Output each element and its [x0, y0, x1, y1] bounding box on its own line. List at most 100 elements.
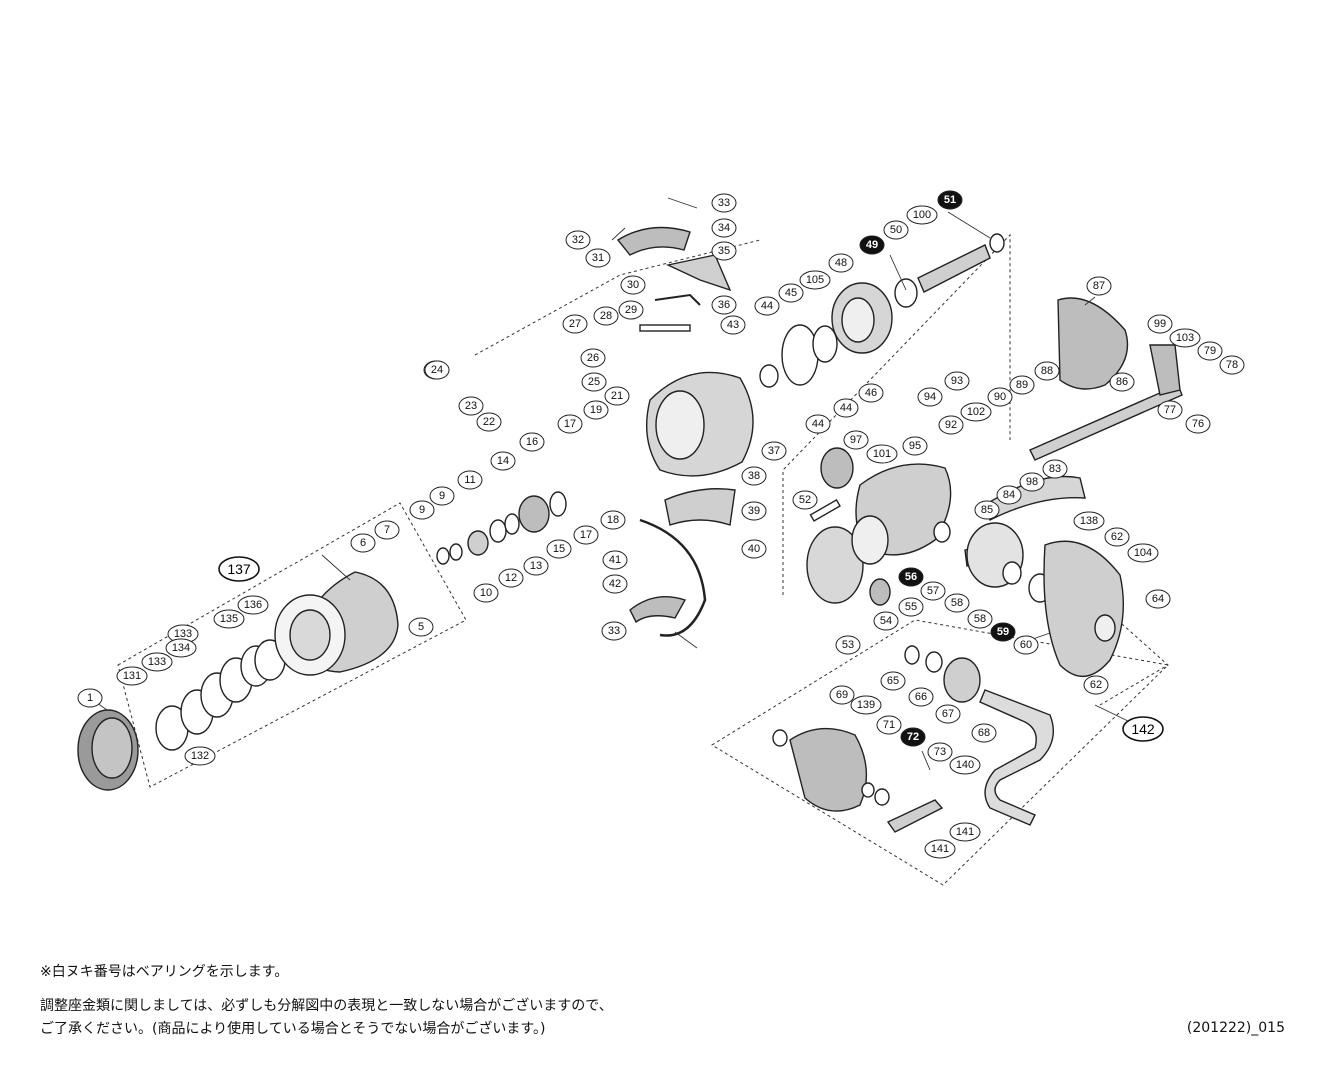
callout-bubble	[1034, 361, 1060, 381]
callout-label: 99	[1154, 318, 1166, 330]
callout-37: 37	[761, 441, 787, 461]
callout-bubble	[1185, 414, 1211, 434]
callout-bubble	[1157, 400, 1183, 420]
callout-33: 33	[601, 621, 627, 641]
callout-bubble	[900, 727, 926, 747]
callout-104: 104	[1127, 543, 1159, 563]
callout-bubble	[620, 275, 646, 295]
callout-45: 45	[778, 283, 804, 303]
callout-label: 54	[880, 615, 892, 627]
callout-77: 77	[1157, 400, 1183, 420]
callout-bubble	[1145, 589, 1171, 609]
callout-label: 31	[592, 252, 604, 264]
callout-39: 39	[741, 501, 767, 521]
callout-86: 86	[1109, 372, 1135, 392]
body-cover-part	[1043, 540, 1124, 678]
callout-30: 30	[620, 275, 646, 295]
callout-bubble	[908, 687, 934, 707]
callout-bubble	[457, 470, 483, 490]
callout-label: 28	[600, 310, 612, 322]
callout-bubble	[898, 597, 924, 617]
callout-140: 140	[949, 755, 981, 775]
callout-bubble	[778, 283, 804, 303]
callout-52: 52	[792, 490, 818, 510]
callout-label: 34	[718, 222, 730, 234]
callout-label: 30	[627, 279, 639, 291]
callout-43: 43	[720, 315, 746, 335]
callout-bubble	[1042, 459, 1068, 479]
callout-label: 65	[887, 675, 899, 687]
callout-label: 23	[465, 400, 477, 412]
callout-label: 21	[611, 390, 623, 402]
callout-bubble	[1219, 355, 1245, 375]
callout-6: 6	[350, 533, 376, 553]
callout-136: 136	[237, 595, 269, 615]
callout-bubble	[1169, 328, 1201, 348]
callout-label: 44	[840, 402, 852, 414]
spring-part	[639, 324, 691, 332]
callout-bubble	[761, 441, 787, 461]
callout-label: 101	[873, 448, 891, 460]
callout-bubble	[754, 296, 780, 316]
callout-bubble	[883, 220, 909, 240]
callout-132: 132	[184, 746, 216, 766]
callout-60: 60	[1013, 635, 1039, 655]
callout-bubble	[974, 500, 1000, 520]
callout-31: 31	[585, 248, 611, 268]
callout-label: 33	[608, 625, 620, 637]
callout-bubble	[523, 556, 549, 576]
callout-label: 53	[842, 639, 854, 651]
callout-label: 62	[1111, 531, 1123, 543]
callout-46: 46	[858, 383, 884, 403]
callout-54: 54	[873, 611, 899, 631]
callout-bubble	[1127, 543, 1159, 563]
bail-trip-lever	[654, 293, 701, 306]
callout-62: 62	[1104, 527, 1130, 547]
callout-label: 86	[1116, 376, 1128, 388]
callout-72: 72	[900, 727, 926, 747]
callout-84: 84	[996, 485, 1022, 505]
callout-bubble	[583, 400, 609, 420]
callout-label: 9	[439, 490, 445, 502]
rotor-hub	[655, 390, 705, 460]
callout-bubble	[937, 190, 963, 210]
callout-label: 9	[419, 504, 425, 516]
callout-label: 14	[497, 455, 509, 467]
callout-55: 55	[898, 597, 924, 617]
callout-label: 72	[907, 731, 919, 743]
callout-16: 16	[519, 432, 545, 452]
callout-94: 94	[917, 387, 943, 407]
callout-label: 27	[569, 318, 581, 330]
callout-label: 84	[1003, 489, 1015, 501]
leader-line	[1094, 704, 1133, 724]
callout-bubble	[519, 432, 545, 452]
callout-label: 66	[915, 691, 927, 703]
callout-68: 68	[971, 723, 997, 743]
callout-bubble	[604, 386, 630, 406]
callout-bubble	[967, 609, 993, 629]
callout-27: 27	[562, 314, 588, 334]
callout-bubble	[141, 652, 173, 672]
callout-9: 9	[429, 486, 455, 506]
callout-95: 95	[902, 436, 928, 456]
leader-line	[921, 750, 931, 771]
collar-part	[467, 530, 489, 556]
part-illustrations	[77, 226, 1183, 833]
pin-part	[809, 498, 841, 522]
callout-71: 71	[876, 715, 902, 735]
handle-knob-part	[943, 657, 981, 703]
frame-group-boundary	[1049, 559, 1169, 706]
callout-bubble	[1019, 472, 1045, 492]
callout-label: 88	[1041, 365, 1053, 377]
callout-bubble	[990, 622, 1016, 642]
collar-part	[933, 521, 951, 543]
callout-label: 35	[718, 245, 730, 257]
callout-bubble	[1109, 372, 1135, 392]
callout-bubble	[876, 715, 902, 735]
callout-label: 58	[951, 597, 963, 609]
callout-bubble	[213, 609, 245, 629]
line-guide	[665, 254, 732, 292]
callout-44: 44	[833, 398, 859, 418]
callout-32: 32	[565, 230, 591, 250]
